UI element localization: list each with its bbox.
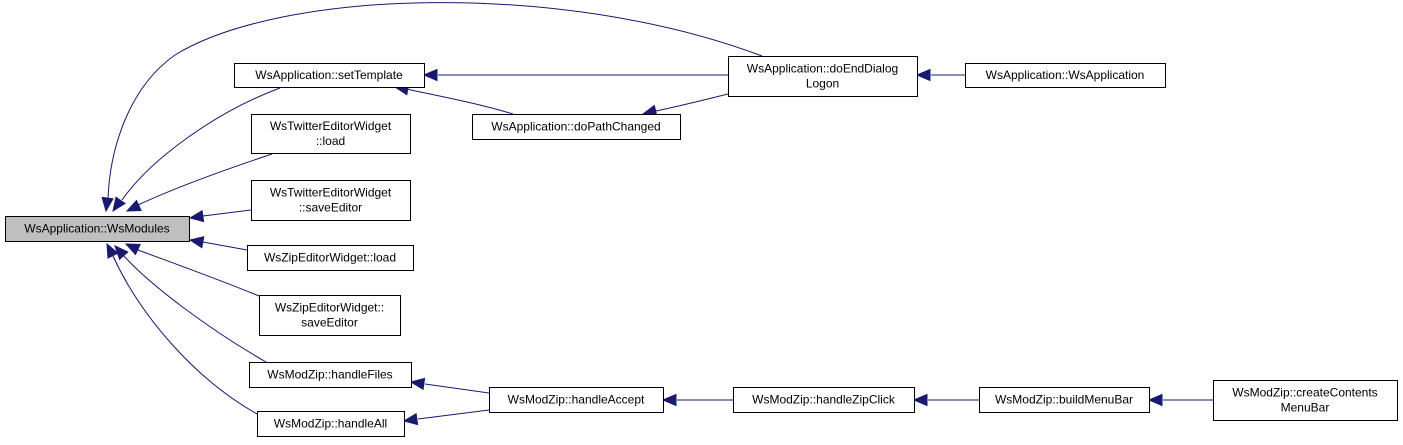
node-box — [251, 114, 411, 154]
node-label: WsTwitterEditorWidget — [270, 119, 392, 133]
arrowhead-icon — [188, 209, 205, 223]
edge-line — [137, 249, 265, 299]
node-label: WsApplication::WsModules — [24, 222, 169, 236]
edge-line — [112, 255, 260, 416]
node-box — [234, 63, 425, 88]
node-set-template[interactable]: WsApplication::setTemplate — [234, 63, 425, 88]
edge-line — [202, 241, 248, 251]
node-label: WsApplication::WsApplication — [986, 68, 1145, 82]
edge-twitter-load-to-ws-modules — [125, 153, 273, 212]
node-twitter-save-editor[interactable]: WsTwitterEditorWidget::saveEditor — [251, 180, 411, 221]
arrowhead-icon — [1147, 393, 1163, 407]
node-ws-modules[interactable]: WsApplication::WsModules — [5, 216, 190, 242]
node-box — [733, 387, 915, 413]
node-label: Logon — [806, 77, 839, 91]
node-zip-editor-save-editor[interactable]: WsZipEditorWidget::saveEditor — [259, 295, 401, 336]
edge-do-end-dialog-logon-to-ws-modules — [101, 2, 763, 213]
arrowhead-icon — [112, 196, 126, 213]
node-box — [259, 295, 401, 336]
arrowhead-icon — [402, 412, 419, 426]
edge-zip-editor-save-editor-to-ws-modules — [124, 243, 265, 299]
node-twitter-load[interactable]: WsTwitterEditorWidget::load — [251, 114, 411, 154]
node-label: MenuBar — [1281, 401, 1330, 415]
node-box — [728, 56, 918, 97]
arrowhead-icon — [188, 236, 205, 249]
node-build-menu-bar[interactable]: WsModZip::buildMenuBar — [979, 387, 1150, 413]
node-label: WsApplication::setTemplate — [255, 68, 403, 82]
arrowhead-icon — [912, 393, 928, 407]
node-handle-files[interactable]: WsModZip::handleFiles — [249, 362, 412, 388]
arrowhead-icon — [101, 196, 114, 213]
edge-handle-accept-to-handle-all — [402, 409, 490, 426]
edge-handle-zip-click-to-handle-accept — [661, 393, 733, 407]
node-box — [489, 387, 664, 413]
node-label: ::load — [316, 134, 345, 148]
node-handle-zip-click[interactable]: WsModZip::handleZipClick — [733, 387, 915, 413]
edge-line — [424, 383, 490, 394]
node-label: WsTwitterEditorWidget — [270, 186, 392, 200]
node-handle-all[interactable]: WsModZip::handleAll — [257, 411, 405, 437]
node-box — [257, 411, 405, 437]
edge-handle-accept-to-handle-files — [409, 377, 490, 394]
edge-line — [137, 153, 273, 206]
node-label: WsZipEditorWidget::load — [264, 251, 396, 265]
arrowhead-icon — [106, 242, 119, 259]
node-box — [965, 63, 1166, 88]
node-label: WsApplication::doPathChanged — [491, 120, 660, 134]
node-box — [5, 216, 190, 242]
nodes-layer: WsApplication::WsModules WsApplication::s… — [5, 56, 1398, 437]
node-label: WsModZip::handleZipClick — [752, 393, 896, 407]
edge-ws-application-to-do-end-dialog-logon — [915, 68, 965, 82]
node-box — [472, 114, 681, 140]
node-box — [979, 387, 1150, 413]
edge-line — [417, 409, 490, 420]
node-label: WsApplication::doEndDialog — [747, 62, 898, 76]
arrowhead-icon — [125, 199, 142, 212]
node-label: WsZipEditorWidget:: — [275, 301, 384, 315]
node-label: WsModZip::createContents — [1232, 386, 1377, 400]
arrowhead-icon — [661, 393, 677, 407]
node-ws-application[interactable]: WsApplication::WsApplication — [965, 63, 1166, 88]
node-box — [249, 362, 412, 388]
node-box — [251, 180, 411, 221]
arrowhead-icon — [124, 243, 141, 256]
node-label: WsModZip::handleAll — [274, 417, 387, 431]
node-box — [247, 245, 414, 271]
edge-line — [655, 93, 729, 112]
arrowhead-icon — [422, 68, 438, 82]
node-label: ::saveEditor — [299, 201, 362, 215]
edge-zip-editor-load-to-ws-modules — [188, 236, 248, 251]
node-do-path-changed[interactable]: WsApplication::doPathChanged — [472, 114, 681, 140]
edge-line — [121, 87, 281, 201]
node-zip-editor-load[interactable]: WsZipEditorWidget::load — [247, 245, 414, 271]
edge-do-end-dialog-logon-to-set-template — [422, 68, 728, 82]
edges-layer — [101, 2, 1213, 426]
arrowhead-icon — [915, 68, 931, 82]
node-label: WsModZip::handleAccept — [508, 393, 645, 407]
node-label: WsModZip::buildMenuBar — [995, 393, 1133, 407]
edge-line — [123, 255, 267, 363]
node-box — [1213, 380, 1398, 421]
edge-create-contents-menu-bar-to-build-menu-bar — [1147, 393, 1213, 407]
node-label: saveEditor — [301, 316, 358, 330]
edge-build-menu-bar-to-handle-zip-click — [912, 393, 979, 407]
arrowhead-icon — [409, 377, 426, 391]
edge-line — [202, 209, 252, 217]
edge-set-template-to-ws-modules — [112, 87, 281, 213]
node-label: WsModZip::handleFiles — [267, 368, 392, 382]
edge-do-path-changed-to-set-template — [393, 83, 514, 115]
edge-twitter-save-editor-to-ws-modules — [188, 209, 252, 223]
edge-line — [107, 2, 763, 199]
edge-handle-files-to-ws-modules — [114, 245, 267, 363]
edge-line — [405, 88, 514, 115]
edge-handle-all-to-ws-modules — [106, 242, 260, 416]
edge-do-end-dialog-logon-to-do-path-changed — [641, 93, 729, 117]
node-handle-accept[interactable]: WsModZip::handleAccept — [489, 387, 664, 413]
